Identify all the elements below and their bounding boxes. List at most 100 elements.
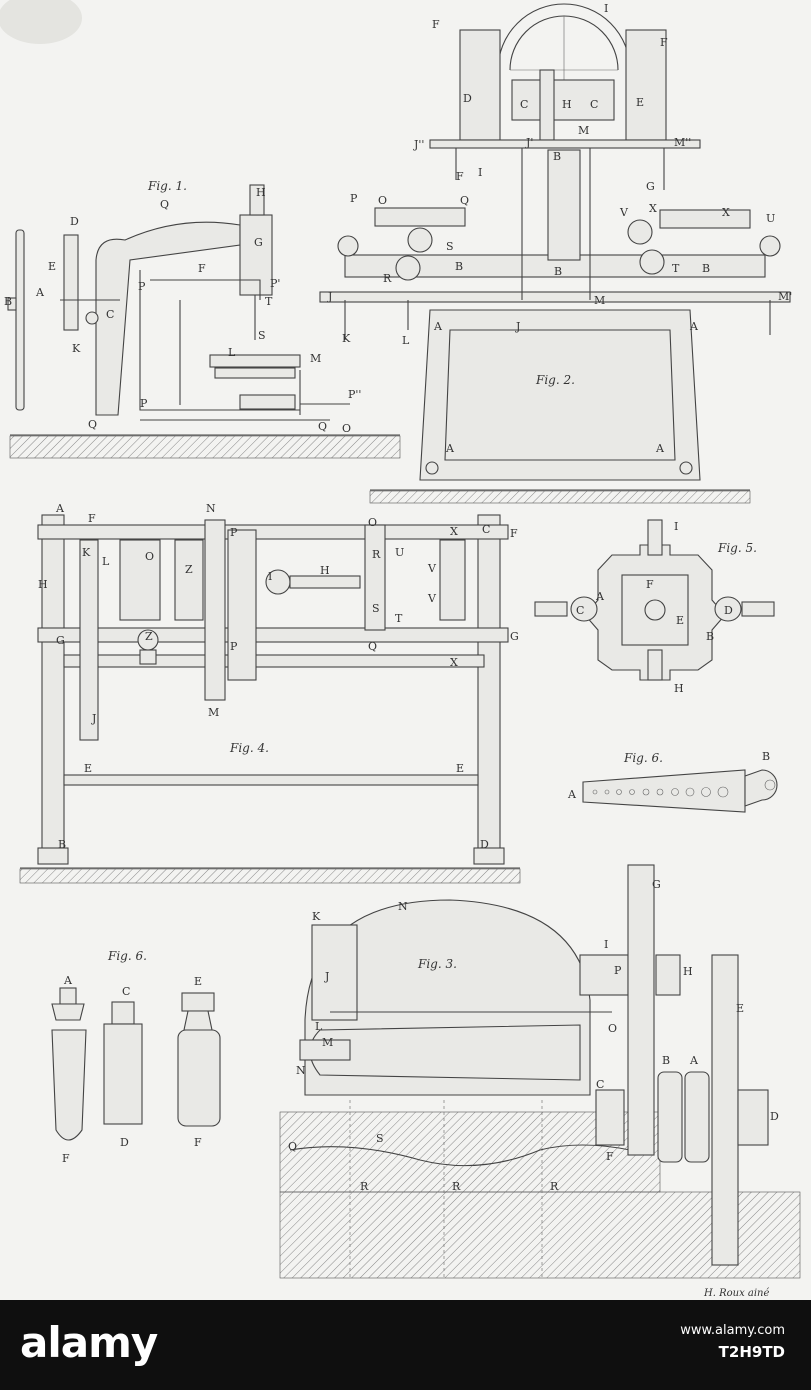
- svg-text:A: A: [35, 286, 45, 299]
- svg-text:B: B: [762, 750, 770, 763]
- svg-text:B: B: [662, 1054, 670, 1067]
- svg-text:M': M': [778, 290, 792, 303]
- svg-text:O: O: [608, 1022, 617, 1035]
- paper-stain: [0, 0, 82, 44]
- fig1-label: Fig. 1.: [147, 179, 187, 193]
- figure-6-strip-drawing: A B: [567, 750, 778, 813]
- svg-text:Q: Q: [460, 194, 469, 207]
- svg-text:F: F: [510, 527, 518, 540]
- svg-text:E: E: [48, 260, 56, 273]
- svg-text:Q: Q: [318, 420, 327, 433]
- svg-text:R: R: [550, 1180, 559, 1193]
- alamy-logo: alamy: [20, 1318, 158, 1367]
- svg-text:F: F: [456, 170, 464, 183]
- svg-text:G: G: [510, 630, 519, 643]
- svg-text:A: A: [595, 590, 605, 603]
- svg-text:R: R: [360, 1180, 369, 1193]
- fig4-label: Fig. 4.: [229, 741, 269, 755]
- svg-text:A: A: [567, 788, 577, 801]
- svg-text:J'': J'': [413, 138, 424, 151]
- svg-text:D: D: [463, 92, 472, 105]
- svg-text:G: G: [646, 180, 655, 193]
- svg-text:V: V: [619, 206, 629, 219]
- svg-text:R: R: [372, 548, 381, 561]
- svg-text:D: D: [770, 1110, 779, 1123]
- svg-text:J: J: [515, 320, 520, 333]
- alamy-site-url[interactable]: www.alamy.com: [680, 1323, 785, 1338]
- svg-text:O: O: [378, 194, 387, 207]
- svg-text:P: P: [138, 280, 146, 293]
- svg-text:Q: Q: [160, 198, 169, 211]
- figure-2-drawing: F I F D C H C E J'' J' B M M'' F I G P O…: [319, 2, 792, 504]
- svg-text:D: D: [120, 1136, 129, 1149]
- svg-text:O: O: [145, 550, 154, 563]
- svg-text:C: C: [520, 98, 528, 111]
- svg-text:P: P: [614, 964, 622, 977]
- svg-text:H: H: [256, 186, 266, 199]
- svg-text:P: P: [230, 526, 238, 539]
- svg-text:F: F: [88, 512, 96, 525]
- svg-text:I: I: [268, 570, 272, 583]
- svg-text:H: H: [320, 564, 330, 577]
- svg-text:X: X: [450, 656, 458, 669]
- fig5-label: Fig. 5.: [717, 541, 757, 555]
- svg-text:M: M: [310, 352, 321, 365]
- svg-text:P': P': [270, 277, 280, 290]
- svg-text:G: G: [652, 878, 661, 891]
- svg-text:T: T: [265, 295, 273, 308]
- svg-text:D: D: [480, 838, 489, 851]
- svg-text:M: M: [578, 124, 589, 137]
- svg-text:O: O: [342, 422, 351, 435]
- svg-text:A: A: [433, 320, 443, 333]
- svg-text:O: O: [368, 516, 377, 529]
- svg-text:T: T: [672, 262, 680, 275]
- svg-text:E: E: [676, 614, 684, 627]
- svg-text:I: I: [604, 938, 608, 951]
- figure-5-drawing: I F A C E D B H: [534, 519, 775, 695]
- svg-text:V: V: [427, 592, 437, 605]
- engraver-signature: H. Roux ainé: [703, 1288, 769, 1299]
- svg-text:L: L: [402, 334, 410, 347]
- svg-text:P: P: [140, 397, 148, 410]
- svg-text:R: R: [383, 272, 392, 285]
- svg-text:A: A: [655, 442, 665, 455]
- svg-text:I: I: [478, 166, 482, 179]
- svg-text:X: X: [722, 206, 730, 219]
- svg-text:C: C: [106, 308, 114, 321]
- svg-text:L: L: [315, 1020, 323, 1033]
- svg-text:A: A: [55, 502, 65, 515]
- svg-text:L: L: [102, 555, 110, 568]
- svg-text:K: K: [312, 910, 321, 923]
- figure-1-drawing: D E A B C K F P Q H G P' T S L M P Q Q O…: [4, 184, 401, 459]
- svg-text:T: T: [395, 612, 403, 625]
- svg-text:N: N: [398, 900, 408, 913]
- svg-text:A: A: [445, 442, 455, 455]
- image-id: T2H9TD: [718, 1343, 785, 1361]
- svg-text:H: H: [674, 682, 684, 695]
- svg-text:M'': M'': [674, 136, 691, 149]
- svg-text:E: E: [636, 96, 644, 109]
- watermark-footer: [0, 1300, 811, 1390]
- svg-text:S: S: [372, 602, 380, 615]
- svg-text:A: A: [689, 1054, 699, 1067]
- svg-text:B: B: [706, 630, 714, 643]
- svg-text:H: H: [683, 965, 693, 978]
- svg-text:J: J: [327, 290, 332, 303]
- svg-text:I: I: [674, 520, 678, 533]
- svg-text:E: E: [456, 762, 464, 775]
- svg-text:F: F: [646, 578, 654, 591]
- svg-text:D: D: [70, 215, 79, 228]
- svg-text:F: F: [194, 1136, 202, 1149]
- svg-text:C: C: [596, 1078, 604, 1091]
- svg-text:H: H: [38, 578, 48, 591]
- svg-text:K: K: [72, 342, 81, 355]
- svg-text:G: G: [56, 634, 65, 647]
- svg-text:E: E: [736, 1002, 744, 1015]
- svg-text:F: F: [660, 36, 668, 49]
- svg-text:F: F: [606, 1150, 614, 1163]
- svg-text:A: A: [63, 974, 73, 987]
- svg-text:Z: Z: [185, 563, 193, 576]
- svg-text:U: U: [766, 212, 775, 225]
- svg-text:Q: Q: [288, 1140, 297, 1153]
- svg-text:C: C: [590, 98, 598, 111]
